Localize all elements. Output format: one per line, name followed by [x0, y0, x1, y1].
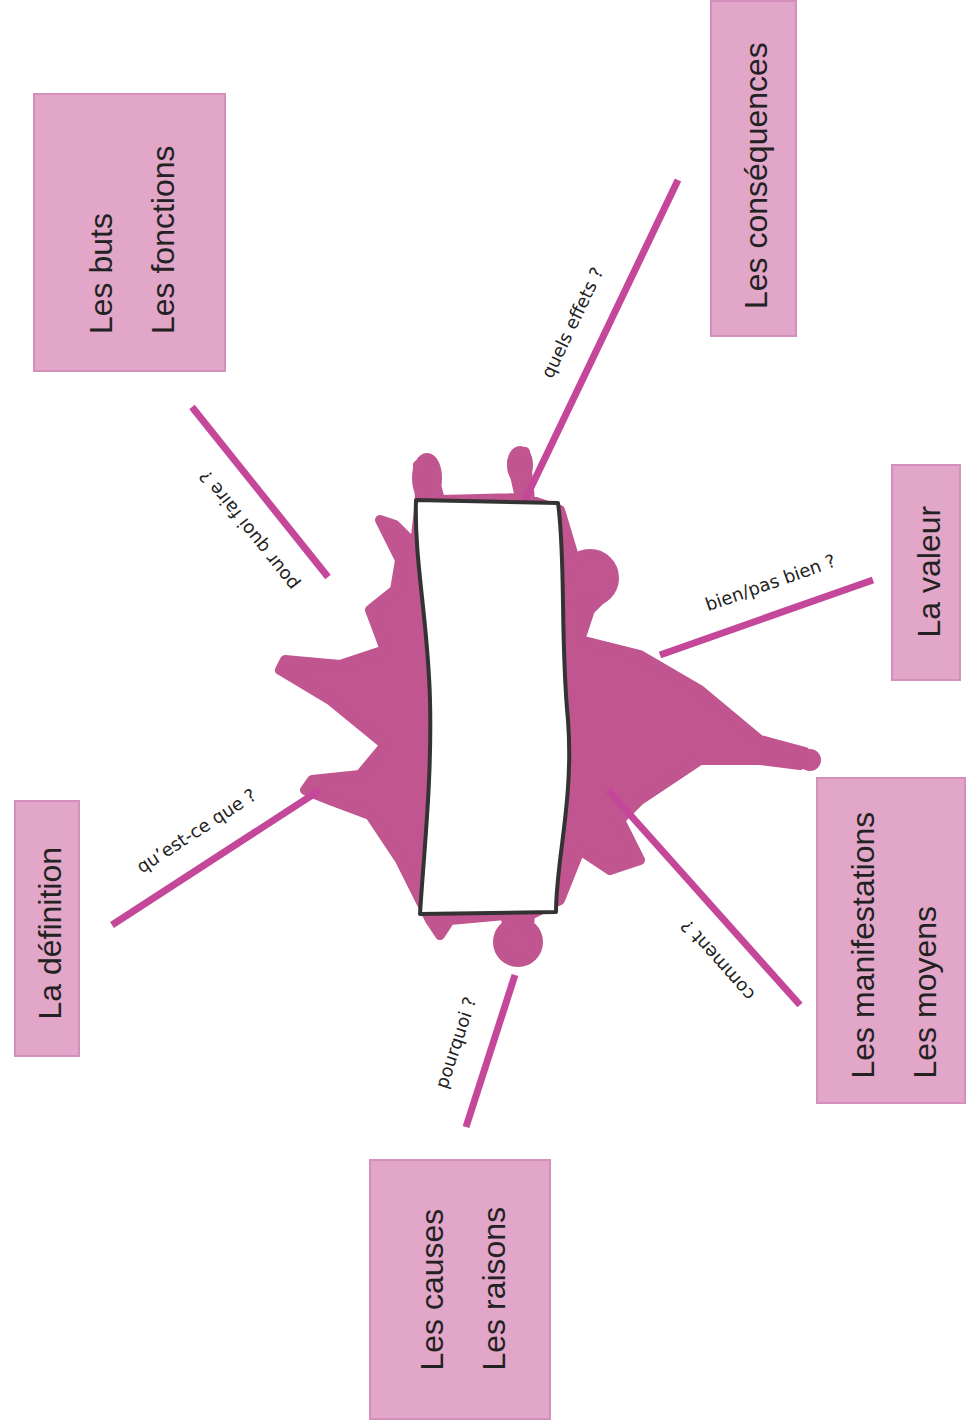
splash-body [280, 452, 805, 935]
topic-label: Les manifestations [831, 811, 893, 1078]
splash-drop [417, 458, 437, 498]
topic-label: La définition [18, 846, 80, 1019]
question-label: pourquoi ? [430, 994, 480, 1091]
topic-text-group: Les conséquences [712, 2, 799, 339]
spoke-line [608, 790, 800, 1005]
question-label: bien/pas bien ? [702, 549, 838, 614]
topic-box: La définition [14, 800, 80, 1057]
topic-text-group: La définition [16, 802, 82, 1059]
ink-splash [280, 451, 816, 962]
question-label: quels effets ? [537, 263, 608, 381]
question-label: qu’est-ce que ? [132, 783, 260, 876]
topic-label: La valeur [897, 505, 959, 637]
splash-drop [498, 922, 538, 962]
topic-text-group: Les causesLes raisons [371, 1161, 553, 1422]
topic-label: Les conséquences [725, 42, 787, 309]
spoke-line [524, 180, 678, 502]
topic-label: Les moyens [893, 905, 955, 1078]
topic-box: Les butsLes fonctions [33, 93, 226, 372]
topic-box: Les manifestationsLes moyens [816, 777, 966, 1104]
topic-box: La valeur [891, 464, 961, 681]
splash-drop [804, 754, 816, 766]
topic-label: Les causes [400, 1208, 462, 1370]
topic-label: Les raisons [462, 1206, 524, 1370]
topic-label: Les buts [70, 213, 132, 334]
topic-label: Les fonctions [132, 145, 194, 334]
topic-text-group: Les butsLes fonctions [35, 95, 228, 374]
topic-box: Les causesLes raisons [369, 1159, 551, 1420]
topic-box: Les conséquences [710, 0, 797, 337]
topic-text-group: Les manifestationsLes moyens [818, 779, 966, 1106]
splash-drop [512, 451, 528, 479]
splash-drop [566, 554, 614, 602]
topic-text-group: La valeur [893, 466, 963, 683]
central-box [416, 500, 569, 914]
question-label: pour quoi faire ? [194, 466, 302, 594]
question-label: comment ? [676, 915, 759, 1004]
